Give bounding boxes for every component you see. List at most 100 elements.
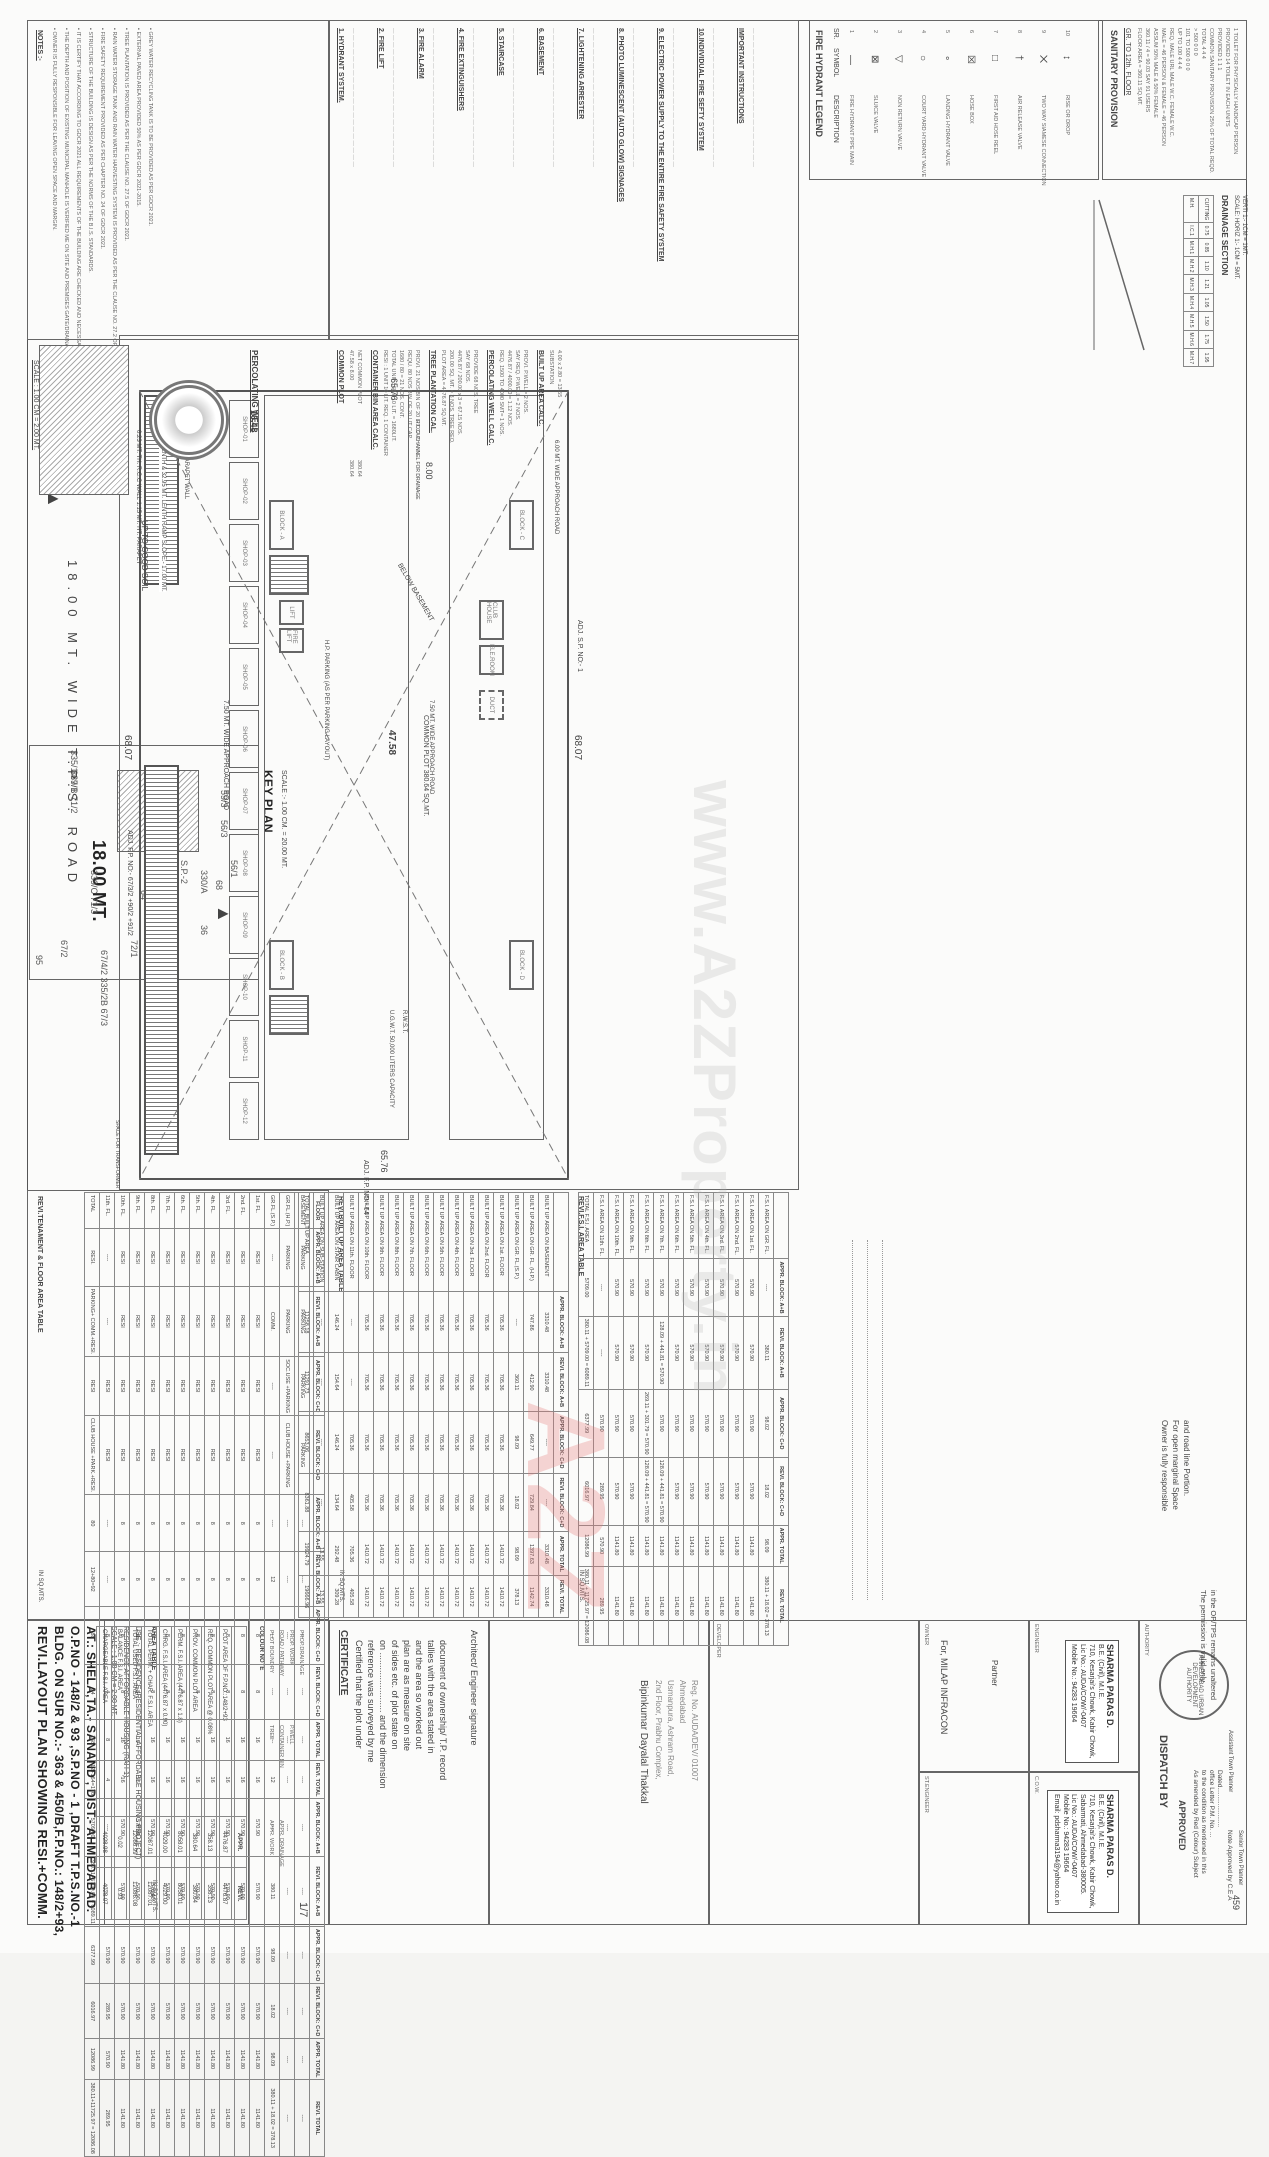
table-cell: 1141.80 [219,2079,235,2157]
table-cell: 705.36 [343,1531,359,1576]
table-cell: 6016.97 [84,1983,100,2039]
dim-68-07-top: 68.07 [122,735,133,761]
table-cell: ---- [264,1719,280,1761]
table-cell: 705.36 [373,1411,389,1473]
legend-desc: HOSE BOX [968,95,974,124]
legend-sr: 2 [872,30,878,34]
table-cell: 134.64 [328,1473,344,1532]
note-item: ▪ EXTERNAL PAVED AREA PROVIDED 50% AS PE… [135,28,141,207]
certificate-line: of sides etc. of plot state on [390,1640,400,1750]
owner-box [919,1620,1029,1772]
table-cell: 1141.80 [668,1525,684,1567]
table-cell: 570.90 [638,1316,654,1390]
dim-68-07-bottom: 68.07 [572,735,583,761]
stamp-line: Sabarmati, Ahmedabad-380005. [1079,1794,1087,1895]
table-cell: 570.90 [129,1798,145,1857]
table-cell: 269.11 + 301.79 = 570.90 [638,1389,654,1458]
fire-section-body: — — — — — — — — — — — — — — — — — — — — [710,28,716,168]
table-cell: BUILT UP AREA ON 11th. FLOOR [343,1192,359,1292]
cow-label: C.O.W. [1033,1776,1039,1794]
table-cell: 98.09 [264,1926,280,1984]
table-cell: RESI [249,1286,265,1357]
table-cell: TOTAL F.S.I. AREA [578,1192,594,1259]
table-cell: 168 [84,1719,100,1761]
calc-line: RESI : 1 UNIT 10 LIT. REQ. 1 CONTAINER [382,350,388,456]
table-cell: ---- [313,1411,329,1473]
certificate-line: reference was surveyed by me [366,1640,376,1763]
approved-line-1: As amended by Red (Colour) Subject [1192,1770,1199,1878]
stamp-name: SHARMA PARAS D. [1105,1794,1115,1879]
calc-line: SAY 68 NOS. [464,350,470,384]
floor-area-table-title: REVI.TENAMENT & FLOOR AREA TABLE [36,1196,43,1333]
table-cell: 705.36 [358,1352,374,1412]
note-item: ▪ THE DEPTH AND POSITION OF EXISTING MUN… [63,28,69,396]
calc-line: 4476.87 / 4000.00 = 1.12 NOS. [506,350,512,427]
approval-number: 459 [1231,1895,1241,1911]
table-cell: 16 [114,1760,130,1799]
table-cell: RESI [159,1415,175,1495]
table-cell: 570.90 [174,1926,190,1984]
authority-seal: AHMEDABAD URBAN DEVELOPMENT AUTHORITY [1159,1650,1229,1720]
table-cell: 16 [129,1719,145,1761]
table-cell: 8 [204,1494,220,1552]
table-cell: 18.02 [264,1983,280,2039]
table-cell: 8 [99,1606,115,1665]
table-cell: 570.90 [144,1798,160,1857]
table-cell: 1141.80 [743,1566,759,1646]
table-cell: 19666.96 [298,1575,314,1618]
adj-top: ADJ. F.P. NO:- 67/3/2 +90/2 +91/2 [126,830,133,936]
table-header-cell: REVI. TOTAL [773,1566,789,1646]
table-cell: 570.90 [249,1856,265,1927]
table-cell: ---- [593,1258,609,1317]
table-cell: 570.90 [728,1457,744,1526]
table-cell: ---- [279,2079,295,2157]
up-to-good-soil: UP TO GOOD SOIL [140,520,149,592]
table-cell: 1410.72 [463,1575,479,1618]
stamp-line: Mobile No.: 94283 19664 [1070,1644,1078,1723]
table-cell: 1141.80 [713,1525,729,1567]
table-cell: 16 [144,1760,160,1799]
legend-sr: 9 [1040,30,1046,34]
table-cell: 1.21 [1198,274,1214,294]
table-cell: 8 [204,1664,220,1720]
engineer-label: ENGINEER [1033,1624,1039,1653]
sanitary-row: > 500 0 0 0 [1192,28,1198,56]
title-line-3: O.P.NO - 148/2 & 93 ,S.P.NO - 1 ,DRAFT T… [68,1626,82,1928]
table-cell: RESI [189,1356,205,1416]
table-cell: RESI [204,1356,220,1416]
table-cell: 1141.80 [114,2038,130,2080]
owner-note-1: Owner is fully responsible [1160,1420,1169,1512]
table-cell: ---- [99,1798,115,1857]
table-header-cell: REVI. BLOCK: C+D [309,1983,325,2039]
table-cell: CLUB HOUSE +PARK.+RESI. [84,1415,100,1495]
table-cell: 570.90 [129,1926,145,1984]
table-cell: RESI [234,1286,250,1357]
table-cell: 705.36 [403,1352,419,1412]
table-cell: ---- [279,1664,295,1720]
table-cell: RESI [144,1356,160,1416]
table-cell: 570.90 [204,1798,220,1857]
table-cell: 289.95 [99,1983,115,2039]
table-cell: 7th. FL. [159,1192,175,1229]
table-cell: 570.90 [114,1926,130,1984]
legend-desc: AIR RELEASE VALVE [1016,95,1022,150]
table-cell: 705.36 [358,1473,374,1532]
table-cell: 570.90 [159,1983,175,2039]
table-cell: RESI. [84,1228,100,1287]
table-cell: 8653.06 [298,1411,314,1473]
table-cell: 8 [219,1551,235,1607]
table-cell: 8 [144,1551,160,1607]
note-item: ▪ GREY WATER RECYCLING TANK IS TO BE PRO… [147,28,153,227]
table-cell: 705.36 [433,1411,449,1473]
table-cell: 16 [234,1760,250,1799]
table-cell: 16 [189,1760,205,1799]
legend-desc: FIRE HYDRANT PIPE MAIN [848,95,854,165]
watermark-url: www.A2ZProperty.in [681,780,748,1397]
table-cell: 8 [144,1494,160,1552]
table-cell: 570.90 [713,1389,729,1458]
table-cell: 705.36 [433,1291,449,1353]
table-cell: 570.90 [129,1856,145,1927]
